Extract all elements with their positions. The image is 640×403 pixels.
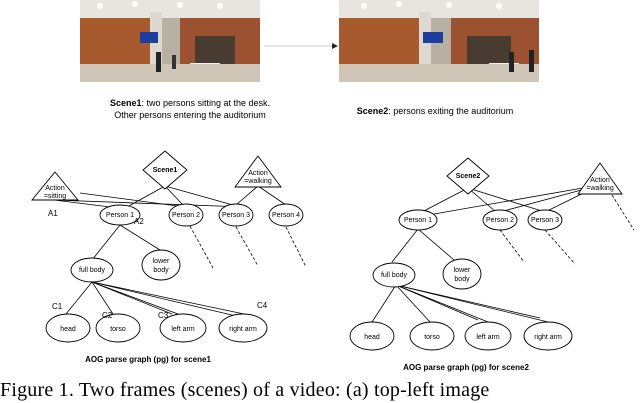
g2-lower-body-label-2: body [454, 276, 470, 283]
g2-lower-body-label-1: lower [454, 267, 471, 274]
g1-label-c3: C3 [158, 311, 169, 320]
g1-person4-node [268, 203, 304, 227]
g2-person2-label: Person 2 [486, 217, 514, 224]
transition-arrow [264, 43, 338, 49]
scene1-photo [80, 0, 260, 82]
g1-person4-label: Person 4 [272, 212, 300, 219]
g2-head-node [349, 321, 395, 351]
g2-torso-node [409, 321, 455, 351]
scene1-caption-line1: : two persons sitting at the desk. [141, 98, 271, 108]
g2-left-arm-node [464, 321, 512, 351]
g1-right-arm-label: right arm [229, 326, 257, 333]
g1-label-c1: C1 [52, 302, 63, 311]
g2-torso-label: torso [424, 334, 440, 341]
g2-right-arm-node [523, 321, 573, 351]
g1-action-walking-node [234, 155, 282, 188]
scene2-caption: Scene2: persons exiting the auditorium [330, 105, 540, 117]
g1-person3-node [218, 203, 254, 227]
g1-action-walking-label-1: Action [248, 170, 268, 177]
g1-left-arm-label: left arm [171, 326, 195, 333]
g2-root-label: Scene2 [456, 173, 481, 180]
scene2-caption-line1: : persons exiting the auditorium [388, 106, 514, 116]
scene2-caption-label: Scene2 [356, 106, 389, 116]
g2-caption: AOG parse graph (pg) for scene2 [403, 363, 529, 372]
g1-person1-node [99, 204, 141, 226]
g1-person2-node [168, 203, 204, 227]
g2-action-walking-label-2: =walking [586, 185, 614, 192]
g1-lower-body-label-1: lower [153, 258, 170, 265]
scene1-caption: Scene1: two persons sitting at the desk.… [60, 97, 320, 121]
graph1: Scene1 Action =sitting Action =walking P… [31, 150, 304, 364]
g2-person1-label: Person 1 [404, 217, 432, 224]
g2-full-body-node [372, 262, 416, 288]
figure-caption: Figure 1. Two frames (scenes) of a video… [0, 379, 490, 401]
g1-root-label: Scene1 [153, 167, 178, 174]
g1-lower-body-node [141, 249, 181, 281]
g2-action-walking-node [577, 162, 623, 195]
g1-full-body-node [70, 257, 114, 283]
g1-full-body-label: full body [79, 267, 106, 274]
g1-person1-label: Person 1 [106, 212, 134, 219]
g1-head-node [45, 313, 91, 343]
g1-person2-label: Person 2 [172, 212, 200, 219]
scene2-photo [339, 0, 539, 82]
g2-action-walking-label-1: Action [590, 177, 610, 184]
g1-head-label: head [60, 326, 76, 333]
g1-action-sitting-label-2: =sitting [44, 193, 66, 200]
g1-label-a2: A2 [134, 217, 144, 226]
g2-root-node [446, 157, 490, 195]
g1-torso-label: torso [110, 326, 126, 333]
g1-label-c4: C4 [257, 301, 268, 310]
g1-action-walking-label-2: =walking [244, 178, 272, 185]
g2-full-body-label: full body [381, 272, 408, 279]
scene1-caption-line2: Other persons entering the auditorium [114, 110, 266, 120]
g1-torso-node [95, 313, 141, 343]
parse-graphs: Scene1 Action =sitting Action =walking P… [31, 150, 635, 372]
g2-lower-body-node [442, 258, 482, 290]
g1-root-node [142, 150, 188, 190]
g1-right-arm-node [218, 313, 268, 343]
graph2: Scene2 Action =walking Person 1 Person 2… [349, 157, 623, 372]
g1-action-sitting-node [31, 171, 79, 201]
g1-caption: AOG parse graph (pg) for scene1 [85, 355, 211, 364]
g2-head-label: head [364, 334, 380, 341]
g2-person1-node [398, 209, 438, 231]
g1-action-sitting-label-1: Action [45, 185, 65, 192]
g2-left-arm-label: left arm [476, 334, 500, 341]
g1-person3-label: Person 3 [222, 212, 250, 219]
g2-person2-node [482, 209, 518, 231]
scene1-caption-label: Scene1 [109, 98, 142, 108]
g2-person3-label: Person 3 [531, 217, 559, 224]
g2-right-arm-label: right arm [534, 334, 562, 341]
g2-person3-node [527, 209, 563, 231]
g1-left-arm-node [159, 313, 207, 343]
g1-label-a1: A1 [48, 209, 58, 218]
g1-lower-body-label-2: body [153, 267, 169, 274]
g1-label-c2: C2 [102, 311, 113, 320]
